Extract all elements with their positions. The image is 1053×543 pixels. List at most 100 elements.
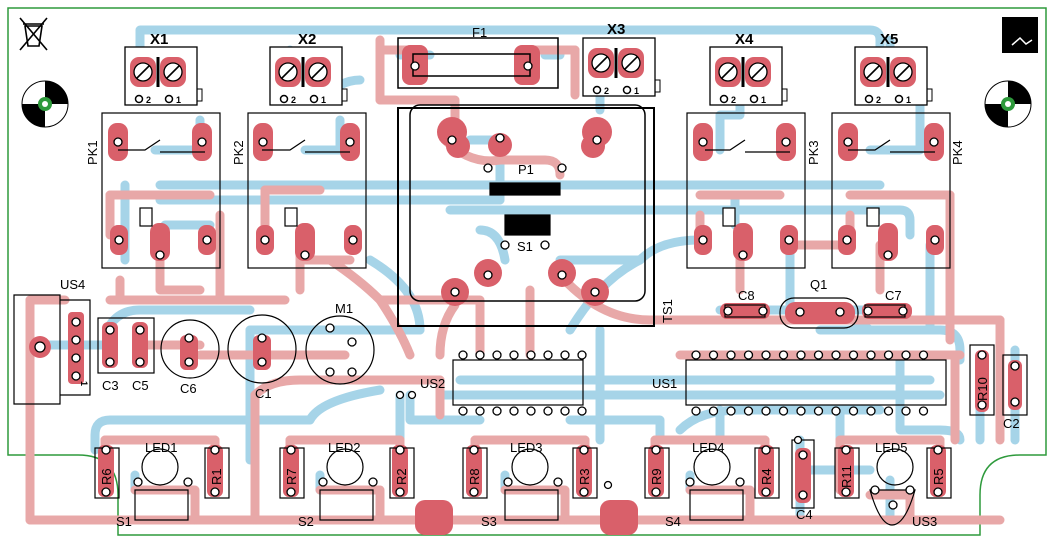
label-x2: X2: [298, 31, 316, 48]
pin-hole: [761, 350, 771, 360]
pin-holes: [34, 61, 1020, 510]
pin-hole: [841, 445, 851, 455]
pin-hole: [325, 323, 335, 333]
pin-hole: [842, 235, 852, 245]
pin-hole: [726, 350, 736, 360]
label-f1: F1: [472, 25, 487, 40]
pin-hole: [483, 163, 493, 173]
label-us4: US4: [60, 277, 85, 292]
pin-hole: [977, 400, 987, 410]
pin-hole: [183, 477, 193, 487]
pin-hole: [503, 477, 513, 487]
pin-hole: [155, 250, 165, 260]
pin-hole: [407, 390, 417, 400]
pin-hole: [523, 61, 533, 71]
label-us1: US1: [652, 376, 677, 391]
pin-hole: [579, 445, 589, 455]
pin-hole: [930, 235, 940, 245]
pin-hole: [469, 445, 479, 455]
label-x1: X1: [150, 31, 168, 48]
label-r7: R7: [284, 468, 299, 485]
label-c7: C7: [885, 288, 902, 303]
pin-hole: [526, 406, 536, 416]
pin-hole: [184, 357, 194, 367]
pin-hole: [831, 406, 841, 416]
pin-hole: [848, 406, 859, 416]
pin-hole: [796, 406, 806, 416]
pin-hole: [843, 137, 853, 147]
pin-hole: [492, 350, 502, 360]
pin-hole: [723, 306, 733, 316]
pin-hole: [761, 487, 771, 497]
label-s1-transformer: S1: [517, 239, 533, 254]
label-us3: US3: [912, 514, 937, 529]
terminal-pin-label: 2: [731, 95, 736, 105]
pin-hole: [34, 341, 46, 353]
pin-hole: [743, 350, 754, 360]
label-s1: S1: [116, 514, 132, 529]
pin-hole: [603, 480, 613, 490]
pin-hole: [743, 406, 754, 416]
terminal-pin-label: 1: [321, 95, 326, 105]
pin-hole: [708, 406, 719, 416]
pin-hole: [901, 350, 911, 360]
pin-hole: [458, 406, 468, 416]
terminal-pin-label: 1: [176, 95, 181, 105]
label-s2: S2: [298, 514, 314, 529]
pin-hole: [347, 367, 357, 377]
pin-hole: [257, 333, 267, 343]
pin-hole: [345, 137, 355, 147]
crossed-bin-icon: [19, 17, 48, 51]
label-us4-pin1: 1: [79, 381, 89, 386]
pin-hole: [898, 306, 908, 316]
pin-hole: [71, 371, 81, 381]
pin-hole: [863, 306, 873, 316]
pin-hole: [202, 235, 212, 245]
pin-hole: [798, 490, 808, 500]
label-r3: R3: [577, 468, 592, 485]
pin-hole: [933, 487, 943, 497]
label-r9: R9: [649, 468, 664, 485]
pin-hole: [543, 406, 553, 416]
pin-hole: [651, 487, 661, 497]
pin-hole: [778, 350, 789, 360]
label-c4: C4: [796, 507, 813, 522]
pin-hole: [870, 485, 880, 495]
pin-hole: [1010, 361, 1020, 371]
pin-hole: [883, 350, 894, 360]
label-led5: LED5: [875, 440, 908, 455]
pin-hole: [933, 445, 943, 455]
label-ts1: TS1: [660, 299, 675, 323]
pin-hole: [348, 235, 358, 245]
pin-hole: [813, 350, 824, 360]
corner-logo-icon: [1002, 17, 1038, 53]
pin-hole: [184, 333, 194, 343]
pin-hole: [841, 487, 851, 497]
pin-hole: [101, 487, 111, 497]
pin-hole: [848, 350, 859, 360]
label-s3: S3: [481, 514, 497, 529]
pin-hole: [458, 350, 468, 360]
pin-hole: [793, 435, 803, 445]
label-led1: LED1: [145, 440, 178, 455]
label-x3: X3: [607, 21, 625, 38]
pin-hole: [101, 445, 111, 455]
label-pk3: PK3: [806, 140, 821, 165]
pin-hole: [560, 406, 570, 416]
copper-pads: [29, 45, 1022, 535]
pin-hole: [509, 350, 519, 360]
label-s4: S4: [665, 514, 681, 529]
terminal-pin-label: 1: [906, 95, 911, 105]
pin-hole: [135, 325, 145, 335]
label-c1: C1: [255, 386, 272, 401]
relay-symbols: [118, 139, 935, 227]
pin-hole: [590, 287, 600, 297]
pin-hole: [698, 235, 708, 245]
fiducial-left: [21, 80, 69, 128]
label-c3: C3: [102, 378, 119, 393]
pin-hole: [114, 235, 124, 245]
pin-hole: [325, 367, 335, 377]
pin-hole: [866, 406, 876, 416]
label-r2: R2: [394, 468, 409, 485]
